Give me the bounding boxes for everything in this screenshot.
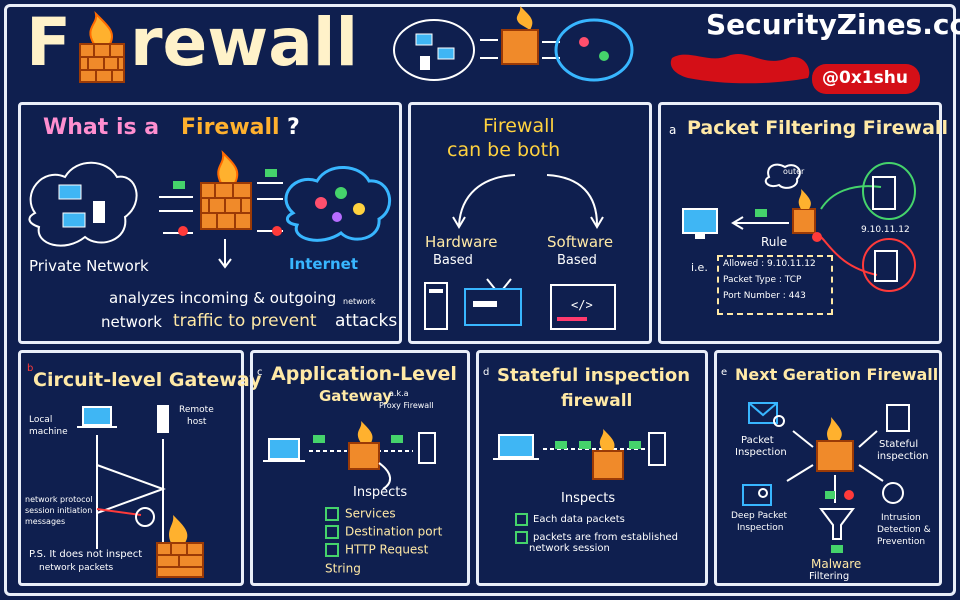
rule-box [717, 255, 833, 315]
ie-label: i.e. [691, 261, 708, 274]
brand-splash [670, 54, 810, 84]
outer-label: outer [783, 167, 805, 176]
stateful-item2: packets are from established [515, 527, 678, 546]
panel-next-gen: e Next Geration Firewall Packet Inspecti… [714, 350, 942, 586]
app-inspects: Inspects [353, 485, 408, 500]
private-network-label: Private Network [29, 257, 149, 275]
rule-type: Packet Type : TCP [723, 275, 802, 285]
what-is-title-a: What is a [43, 115, 160, 140]
stateful-title1: Stateful inspection [497, 365, 691, 386]
app-title2: Gateway [319, 387, 393, 405]
stateful-diagram [493, 429, 666, 480]
outer-frame [4, 4, 956, 596]
app-inspect-item: HTTP Request String [325, 542, 429, 576]
title-word: rewall [130, 4, 359, 81]
description-line2b: traffic to prevent [173, 311, 317, 331]
app-title1: Application-Level [271, 363, 457, 385]
msg-line3: messages [25, 517, 66, 526]
brand-name: SecurityZines.com [706, 8, 960, 41]
circuit-title: Circuit-level Gateway [33, 369, 262, 391]
both-title1: Firewall [483, 115, 555, 137]
ngfw-mal2: Filtering [809, 571, 850, 582]
ngfw-diagram [742, 402, 910, 553]
local-label: Local [29, 415, 53, 425]
check-icon [325, 524, 339, 539]
description-line2c: attacks [335, 311, 398, 331]
ngfw-ids2: Detection & [877, 525, 931, 535]
ngfw-stateful2: inspection [877, 451, 929, 462]
ps-line1: P.S. It does not inspect [29, 549, 143, 560]
app-number: c [257, 367, 263, 378]
handle-badge [812, 64, 920, 94]
ip-label: 9.10.11.12 [861, 225, 910, 235]
panel-what-is: What is a Firewall ? Private Network Int… [18, 102, 402, 344]
remote-label: Remote [179, 405, 214, 415]
ngfw-packet2: Inspection [735, 447, 787, 458]
remote-label2: host [187, 417, 207, 427]
software-label: Software [547, 233, 614, 251]
hardware-label: Hardware [425, 233, 498, 251]
description-line2a: network [101, 313, 162, 331]
app-aka2: Proxy Firewall [379, 401, 434, 410]
ngfw-mal1: Malware [811, 557, 862, 571]
stateful-title2: firewall [561, 391, 633, 411]
app-aka1: a.k.a [389, 389, 409, 398]
panel-circuit-level: b Circuit-level Gateway Local machine Re… [18, 350, 261, 586]
panel-can-be-both: Firewall can be both Hardware Based Soft… [408, 102, 652, 344]
title-letter-f: F [26, 4, 72, 81]
stateful-number: d [483, 367, 490, 378]
panel-application-level: c Application-Level Gateway a.k.a Proxy … [250, 350, 470, 586]
msg-line1: network protocol [25, 495, 93, 504]
ngfw-number: e [721, 367, 728, 378]
stateful-inspects: Inspects [561, 491, 616, 506]
ngfw-ids1: Intrusion [881, 513, 921, 523]
ngfw-dpi2: Inspection [737, 523, 784, 533]
both-title2: can be both [447, 139, 561, 161]
rule-port: Port Number : 443 [723, 291, 806, 301]
what-is-title-b: Firewall [181, 115, 280, 140]
ngfw-packet1: Packet [741, 435, 774, 446]
app-diagram [263, 421, 436, 490]
internet-label: Internet [289, 255, 359, 273]
hardware-label2: Based [433, 253, 473, 268]
ps-line2: network packets [39, 563, 114, 573]
what-is-diagram [28, 150, 391, 269]
check-icon [325, 506, 339, 521]
ngfw-ids3: Prevention [877, 537, 926, 547]
what-is-title-c: ? [287, 115, 300, 140]
panel-stateful: d Stateful inspection firewall Inspects … [476, 350, 708, 586]
packet-diagram [682, 162, 916, 292]
description-line2d: network [343, 297, 376, 306]
check-icon [515, 513, 528, 526]
app-inspect-list: Services Destination port HTTP Request S… [325, 503, 467, 576]
circuit-diagram [77, 405, 204, 578]
app-inspect-item: Destination port [325, 521, 467, 539]
check-icon [515, 531, 528, 544]
header-network-diagram [393, 6, 634, 82]
local-label2: machine [29, 427, 68, 437]
ngfw-stateful1: Stateful [879, 439, 919, 450]
software-icon: </> [550, 284, 616, 330]
svg-text:</>: </> [571, 298, 593, 312]
software-label2: Based [557, 253, 597, 268]
author-handle: @0x1shu [822, 68, 908, 88]
packet-title: Packet Filtering Firewall [687, 117, 948, 139]
packet-number: a [669, 123, 677, 137]
rule-label: Rule [761, 235, 788, 249]
ngfw-title: Next Geration Firewall [735, 365, 939, 384]
hardware-icons [424, 278, 522, 330]
panel-packet-filtering: a Packet Filtering Firewall outer 9.10.1… [658, 102, 948, 344]
both-arrows [452, 174, 604, 229]
stateful-item1: Each data packets [515, 509, 625, 528]
firewall-title-icon [79, 10, 125, 83]
stateful-item2b: network session [529, 543, 610, 554]
ngfw-dpi1: Deep Packet [731, 511, 788, 521]
circuit-number: b [27, 363, 34, 374]
description-line1: analyzes incoming & outgoing [109, 289, 337, 307]
check-icon [325, 542, 339, 557]
rule-allowed: Allowed : 9.10.11.12 [723, 259, 816, 269]
msg-line2: session initiation [25, 506, 93, 515]
app-inspect-item: Services [325, 503, 467, 521]
